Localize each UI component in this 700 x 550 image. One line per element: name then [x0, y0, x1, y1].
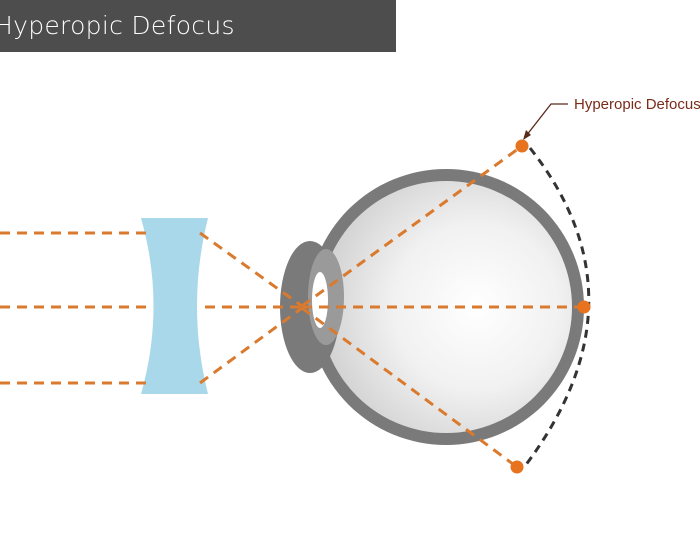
focal-point-top [515, 139, 529, 153]
focal-point-center [577, 300, 591, 314]
concave-lens [141, 218, 208, 394]
callout-arrowhead [523, 130, 531, 140]
ray-lens-to-pupil-top [199, 231, 303, 308]
focal-point-bottom [510, 460, 524, 474]
callout-label: Hyperopic Defocus [574, 96, 700, 113]
callout-leader [525, 103, 568, 137]
title-banner: Hyperopic Defocus [0, 0, 396, 52]
diagram-title: Hyperopic Defocus [0, 11, 235, 40]
ray-inner-top [301, 144, 523, 308]
ray-lens-to-pupil-bottom [199, 306, 303, 385]
ray-inner-bottom [301, 306, 518, 469]
pupil [312, 272, 328, 328]
